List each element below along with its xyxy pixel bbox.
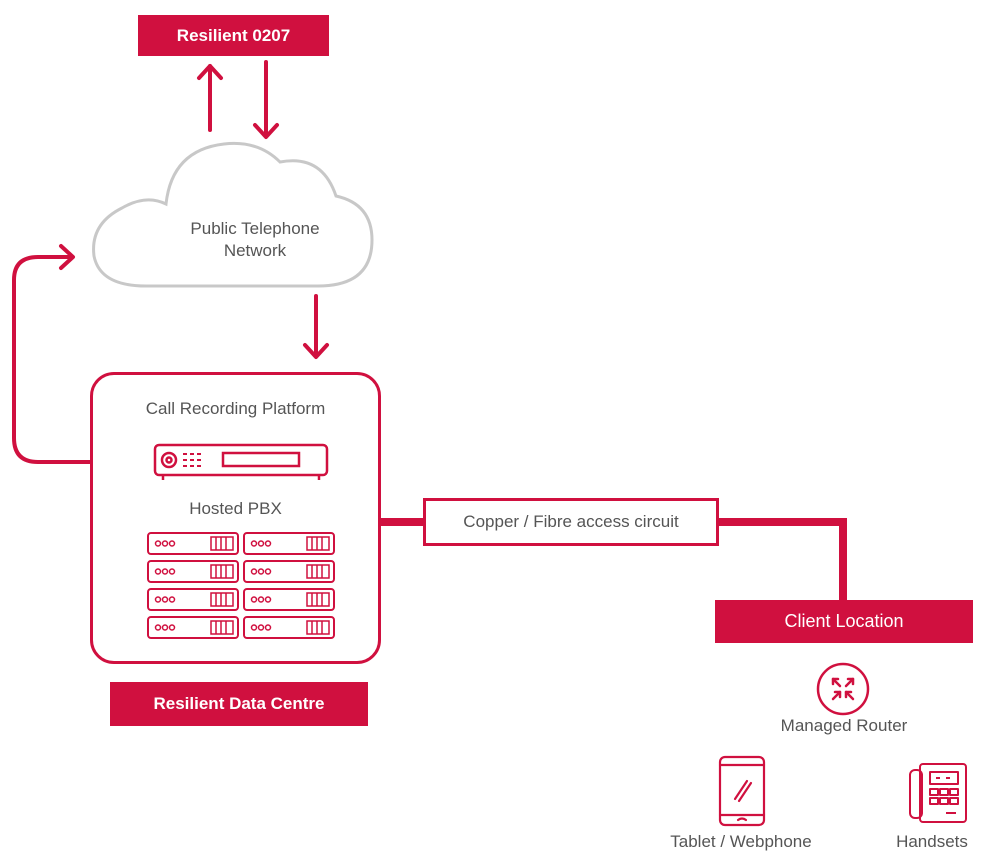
data-centre-box: Call Recording Platform Hosted PBX: [90, 372, 381, 664]
cloud-label-line2: Network: [223, 241, 287, 260]
cloud-label-line1: Public Telephone: [190, 219, 320, 238]
resilient-0207-box: Resilient 0207: [138, 15, 329, 56]
desk-phone-icon: [909, 763, 967, 823]
client-location-box: Client Location: [715, 600, 973, 643]
router-icon: [816, 662, 870, 716]
recorder-unit-icon: [153, 443, 329, 480]
tablet-icon: [718, 755, 766, 827]
managed-router-label: Managed Router: [780, 716, 908, 735]
access-circuit-label: Copper / Fibre access circuit: [463, 512, 679, 531]
resilient-data-centre-box: Resilient Data Centre: [110, 682, 368, 726]
server-rack-icon: [147, 532, 335, 639]
call-recording-label: Call Recording Platform: [145, 399, 326, 418]
cloud-icon: [92, 141, 374, 288]
tablet-label: Tablet / Webphone: [670, 832, 812, 851]
access-circuit-box: Copper / Fibre access circuit: [423, 498, 719, 546]
handsets-label: Handsets: [896, 832, 968, 851]
cloud-label: Public Telephone Network: [150, 218, 360, 262]
hosted-pbx-label: Hosted PBX: [189, 499, 282, 518]
